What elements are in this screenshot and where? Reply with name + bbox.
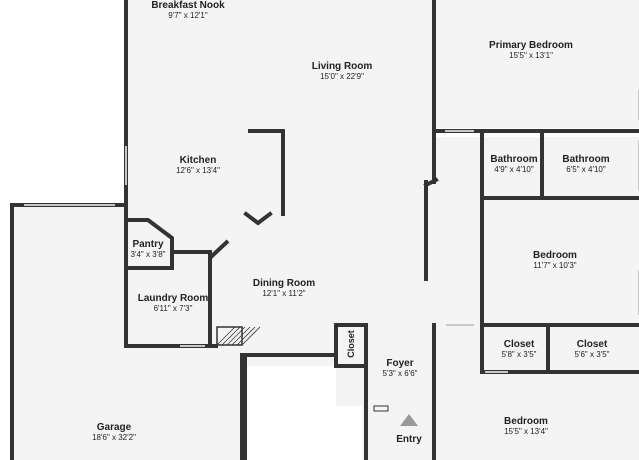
garage-dim: 18'6" x 32'2" [92, 433, 136, 442]
bedroom-1-name: Bedroom [533, 250, 577, 261]
bathroom-1-dim: 4'9" x 4'10" [494, 165, 534, 174]
utility-hatch [241, 326, 261, 346]
utility-hatch [226, 326, 246, 346]
primary-bedroom-floor [436, 0, 639, 128]
pantry-dim: 3'4" x 3'8" [131, 250, 166, 259]
wall-segment [170, 250, 212, 348]
entry-name: Entry [396, 434, 422, 445]
kitchen-name: Kitchen [180, 155, 217, 166]
utility-hatch [231, 326, 251, 346]
floor-areas [12, 0, 639, 460]
foyer-dim: 5'3" x 6'6" [383, 369, 418, 378]
closet-1-dim: 5'8" x 3'5" [502, 350, 537, 359]
dining-room-dim: 12'1" x 11'2" [262, 289, 305, 298]
entry-arrow-icon [400, 414, 418, 426]
living-room-name: Living Room [312, 61, 373, 72]
bedroom-1-dim: 11'7" x 10'3" [533, 261, 576, 270]
bathroom-2-name: Bathroom [562, 154, 609, 165]
wall-segment [209, 239, 230, 259]
laundry-room-dim: 6'11" x 7'3" [154, 304, 193, 313]
utility-hatch [216, 326, 236, 346]
breakfast-nook-dim: 9'7" x 12'1" [168, 11, 208, 20]
closet-2-name: Closet [577, 339, 608, 350]
breakfast-nook-name: Breakfast Nook [151, 0, 225, 11]
kitchen-dim: 12'6" x 13'4" [176, 166, 220, 175]
laundry-room-name: Laundry Room [138, 293, 209, 304]
bedroom-2-name: Bedroom [504, 416, 548, 427]
utility-hatch [236, 326, 256, 346]
primary-bedroom-name: Primary Bedroom [489, 40, 573, 51]
living-room-dim: 15'0" x 22'9" [320, 72, 364, 81]
closet-1-name: Closet [504, 339, 535, 350]
bathroom-1-name: Bathroom [490, 154, 537, 165]
primary-bedroom-dim: 15'5" x 13'1" [509, 51, 553, 60]
utility-hatch [221, 326, 241, 346]
dining-room-name: Dining Room [253, 278, 315, 289]
wall-segment [248, 129, 285, 216]
wall-segment [243, 211, 273, 226]
garage-name: Garage [97, 422, 132, 433]
bathroom-2-dim: 6'5" x 4'10" [566, 165, 606, 174]
details [24, 90, 639, 426]
foyer-name: Foyer [386, 358, 413, 369]
entry-threshold [373, 405, 389, 412]
closet-foyer-name: Closet [346, 330, 356, 358]
bedroom-2-dim: 15'5" x 13'4" [504, 427, 548, 436]
house-floor [126, 0, 639, 460]
room-labels: Breakfast Nook 9'7" x 12'1" Living Room … [92, 0, 610, 445]
closet-2-dim: 5'6" x 3'5" [575, 350, 610, 359]
pantry-name: Pantry [132, 239, 164, 250]
wall-segment [124, 218, 174, 270]
